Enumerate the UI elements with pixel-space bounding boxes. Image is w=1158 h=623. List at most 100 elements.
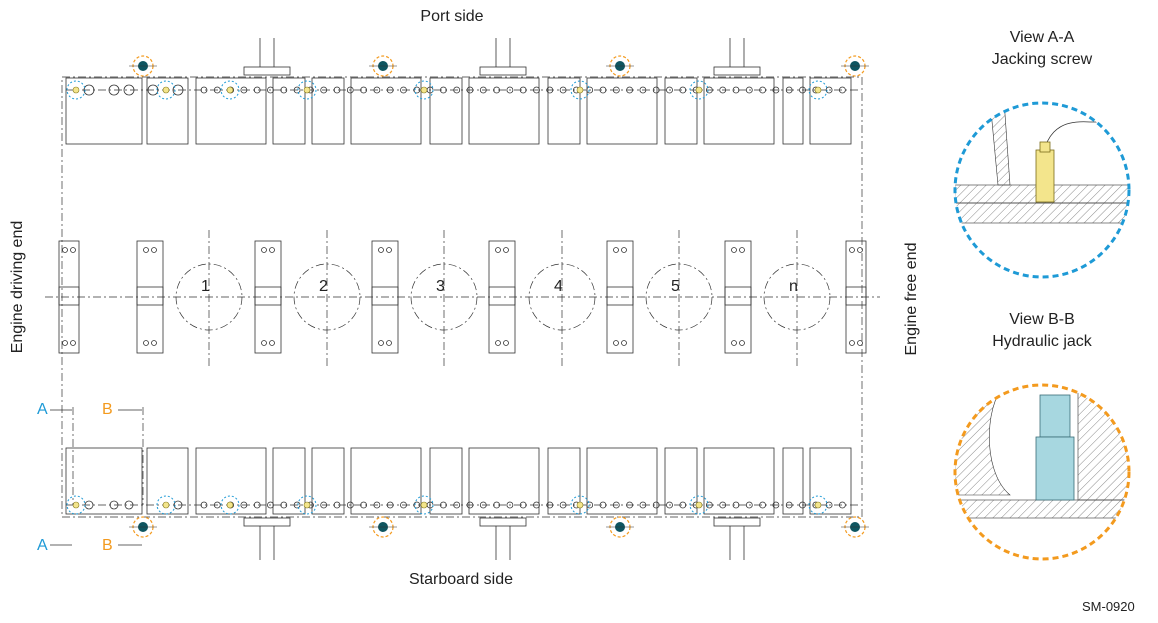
bolt-hole [439, 501, 447, 509]
jacking-screw-point [303, 86, 311, 94]
bolt-hole [626, 86, 633, 94]
port-side-label: Port side [420, 8, 484, 25]
bolt-hole [466, 86, 474, 94]
bolt-hole-large [108, 84, 120, 96]
bolt-hole [386, 501, 394, 509]
bearing-bolt [62, 340, 68, 346]
cylinder-circle [410, 263, 478, 331]
view-b-housing [955, 385, 1012, 496]
section-b-marker-top: B [102, 401, 113, 418]
bolt-hole [333, 501, 341, 509]
bolt-hole [759, 86, 766, 94]
bearing-cap [136, 286, 164, 306]
bolt-hole [612, 86, 620, 94]
bolt-hole [626, 501, 633, 509]
cylinder-number: 3 [436, 278, 445, 295]
bearing-bolt [849, 247, 855, 253]
bolt-hole [453, 501, 461, 509]
bolt-hole [506, 86, 514, 94]
bolt-hole [493, 86, 501, 94]
lower-girder-block [782, 447, 804, 515]
bearing-bolt [857, 340, 863, 346]
jacking-screw-point [72, 501, 80, 509]
lower-girder-block [350, 447, 422, 515]
view-a-bedplate [955, 202, 1129, 224]
jacking-screw-point [695, 501, 703, 509]
bearing-cap [254, 286, 282, 306]
bolt-hole [333, 86, 341, 94]
bearing-bolt [495, 340, 501, 346]
section-a-marker-bottom: A [37, 537, 48, 554]
bolt-hole [559, 86, 567, 94]
upper-girder-block [809, 77, 852, 145]
bolt-hole-large [124, 500, 134, 510]
bolt-hole [719, 501, 727, 509]
view-a-web [989, 103, 1011, 186]
bolt-hole-large [109, 500, 119, 510]
drawing-id: SM-0920 [1082, 599, 1135, 614]
bolt-hole [639, 86, 647, 94]
bearing-bolt [151, 340, 157, 346]
upper-girder-block [146, 77, 189, 145]
bolt-hole [679, 501, 687, 509]
bolt-hole [799, 501, 806, 509]
bolt-hole [599, 501, 607, 509]
bolt-hole [839, 86, 846, 94]
bearing-bolt [613, 247, 619, 253]
jacking-screw-point [814, 86, 822, 94]
bearing-cap [845, 286, 867, 306]
bolt-hole-large [147, 84, 159, 96]
bolt-hole [360, 501, 368, 509]
bolt-hole [799, 86, 806, 94]
bolt-hole [453, 86, 461, 94]
jacking-screw-head [1039, 141, 1051, 153]
jacking-screw-ring [297, 495, 317, 515]
upper-girder-block [350, 77, 422, 145]
bearing-bolt [731, 340, 737, 346]
jacking-screw-point [814, 501, 822, 509]
cylinder-number: 2 [319, 278, 328, 295]
bolt-hole [346, 501, 354, 509]
jacking-screw-ring [570, 80, 590, 100]
lower-bracket [243, 517, 291, 527]
engine-free-end-text: Engine free end [903, 242, 920, 356]
cylinder-circle [763, 263, 831, 331]
jacking-screw-point [162, 501, 170, 509]
bearing-bolt [261, 340, 267, 346]
bolt-hole [732, 501, 740, 509]
bolt-hole [612, 501, 620, 509]
bolt-hole [652, 501, 660, 509]
view-a-clip-group [955, 103, 1129, 224]
jacking-screw-point [420, 86, 428, 94]
lower-girder-block [809, 447, 852, 515]
upper-bracket [243, 66, 291, 76]
bearing-bolt [62, 247, 68, 253]
bolt-hole [666, 501, 673, 509]
bearing-bolt [269, 247, 275, 253]
view-a-subtitle: Jacking screw [991, 51, 1093, 68]
bearing-bolt [261, 247, 267, 253]
lower-bracket [479, 517, 527, 527]
bolt-hole [732, 86, 740, 94]
bearing-bolt [857, 247, 863, 253]
bearing-bolt [621, 340, 627, 346]
jacking-screw-point [162, 86, 170, 94]
bolt-hole [200, 86, 208, 94]
cylinder-number: 5 [671, 278, 680, 295]
bolt-hole [679, 86, 687, 94]
view-a-title: View A-A [1009, 29, 1075, 46]
upper-girder-block [311, 77, 345, 145]
view-a-border [953, 101, 1131, 279]
bolt-hole [772, 86, 780, 94]
bolt-hole-large [172, 84, 184, 96]
jacking-screw-body [1035, 149, 1055, 203]
bolt-hole [745, 501, 753, 509]
bolt-hole [519, 86, 527, 94]
bearing-bolt [739, 247, 745, 253]
bolt-hole [666, 86, 673, 94]
view-b-b-detail [953, 383, 1131, 561]
lower-girder-block [311, 447, 345, 515]
jacking-screw-ring [220, 80, 240, 100]
bolt-hole [559, 501, 567, 509]
